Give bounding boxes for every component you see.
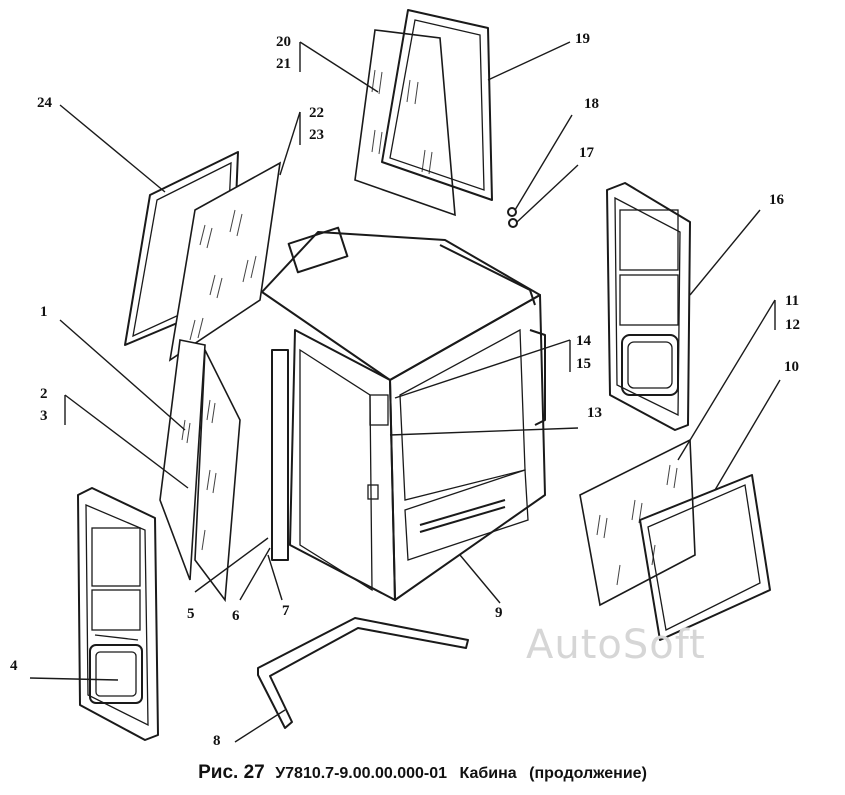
part-4-door [77, 487, 159, 741]
drawing-code: У7810.7-9.00.00.000-01 [275, 765, 448, 782]
callout-23: 23 [309, 127, 324, 143]
watermark-text: AutoSoft [526, 622, 706, 668]
callout-10: 10 [784, 359, 799, 375]
callout-8: 8 [213, 733, 221, 749]
part-19-windshield-frame [381, 9, 493, 201]
callout-16: 16 [769, 192, 785, 208]
figure-caption: Рис. 27 У7810.7-9.00.00.000-01 Кабина (п… [0, 762, 845, 784]
figure-number: Рис. 27 [198, 762, 265, 783]
caption-subtitle: (продолжение) [529, 765, 647, 782]
callout-5: 5 [187, 606, 195, 622]
part-22-glass [168, 161, 282, 362]
callout-7: 7 [282, 603, 290, 619]
callout-18: 18 [584, 96, 599, 112]
callout-9: 9 [495, 605, 503, 621]
callout-21: 21 [276, 56, 291, 72]
part-17-18-fastener [507, 207, 518, 228]
part-11-glass [579, 438, 696, 607]
callout-22: 22 [309, 105, 324, 121]
callout-12: 12 [785, 317, 800, 333]
callout-19: 19 [575, 31, 590, 47]
leader-lines [29, 41, 781, 743]
part-10-glass-frame [639, 474, 771, 641]
callout-2: 2 [40, 386, 48, 402]
callout-17: 17 [579, 145, 595, 161]
part-1-glass [159, 339, 241, 603]
callout-11: 11 [785, 293, 799, 309]
part-8-rail [257, 617, 469, 729]
part-20-windshield [354, 29, 456, 217]
callout-20: 20 [276, 34, 291, 50]
callout-3: 3 [40, 408, 48, 424]
callout-24: 24 [37, 95, 53, 111]
callout-6: 6 [232, 608, 240, 624]
part-16-door [606, 182, 691, 431]
callout-4: 4 [10, 658, 18, 674]
callout-15: 15 [576, 356, 591, 372]
callout-13: 13 [587, 405, 602, 421]
callout-labels: 1 2 3 4 5 6 7 8 9 10 11 12 13 14 15 16 1… [10, 31, 800, 749]
cabin-body [261, 226, 546, 601]
callout-14: 14 [576, 333, 592, 349]
callout-1: 1 [40, 304, 48, 320]
caption-title: Кабина [459, 765, 517, 782]
